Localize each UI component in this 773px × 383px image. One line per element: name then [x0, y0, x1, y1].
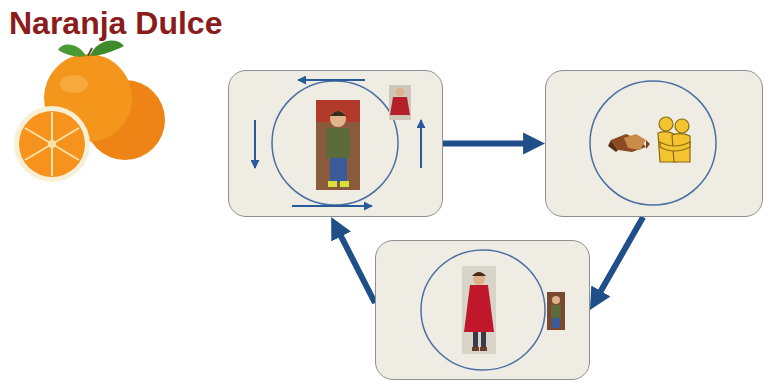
title: Naranja Dulce: [9, 6, 222, 41]
flow-arrow: [337, 228, 375, 303]
flow-arrow: [596, 217, 643, 300]
scene-box: [375, 240, 590, 380]
scene-box: [228, 70, 443, 217]
scene-box: [545, 70, 763, 217]
flow-arrow: [443, 141, 533, 147]
orange-illustration: [14, 41, 165, 182]
